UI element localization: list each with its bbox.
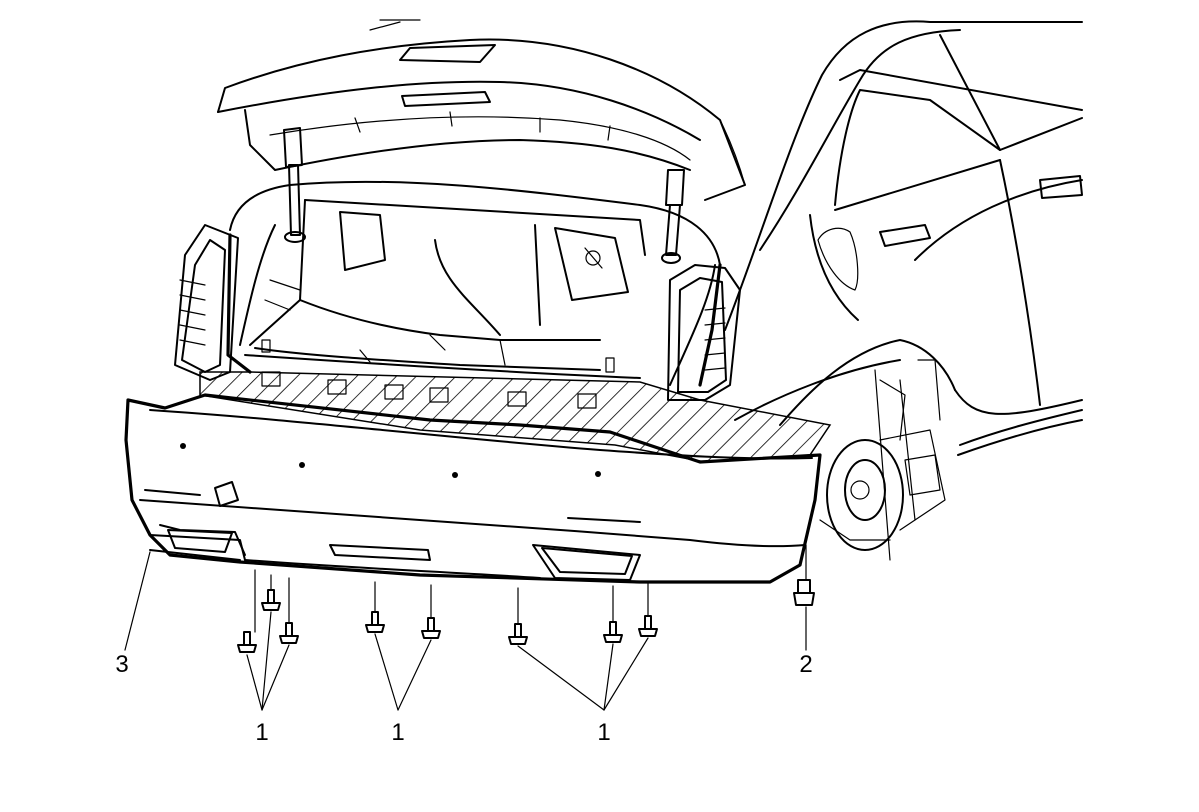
callout-bolts-1a: 1	[255, 719, 268, 746]
bolt-icon	[638, 615, 658, 637]
bolt-icon	[365, 611, 385, 633]
bolt-icon	[603, 621, 623, 643]
callout-bolts-1b: 1	[391, 719, 404, 746]
bolt-icon	[421, 617, 441, 639]
bolt-icon	[237, 631, 257, 653]
fascia-mounting-area	[199, 371, 832, 463]
fascia-lower-bolts	[237, 589, 658, 653]
trunk-compartment	[226, 180, 722, 387]
leader-lines	[124, 544, 807, 711]
wheelhouse-bolt	[793, 579, 815, 606]
trunk-lid-struts	[283, 127, 685, 264]
bolt-icon	[793, 579, 815, 606]
callout-wheelhouse-bolt-2: 2	[799, 651, 812, 678]
callout-bolts-1c: 1	[597, 719, 610, 746]
right-tail-lamp	[667, 264, 741, 401]
trunk-lid	[217, 19, 746, 201]
bolt-icon	[279, 622, 299, 644]
callout-fascia-3: 3	[115, 651, 128, 678]
rear-bumper-fascia	[124, 393, 822, 584]
bolt-icon	[508, 623, 528, 645]
bolt-icon	[261, 589, 281, 611]
rear-brake-rotor	[819, 359, 946, 551]
vehicle-body	[724, 20, 1083, 561]
